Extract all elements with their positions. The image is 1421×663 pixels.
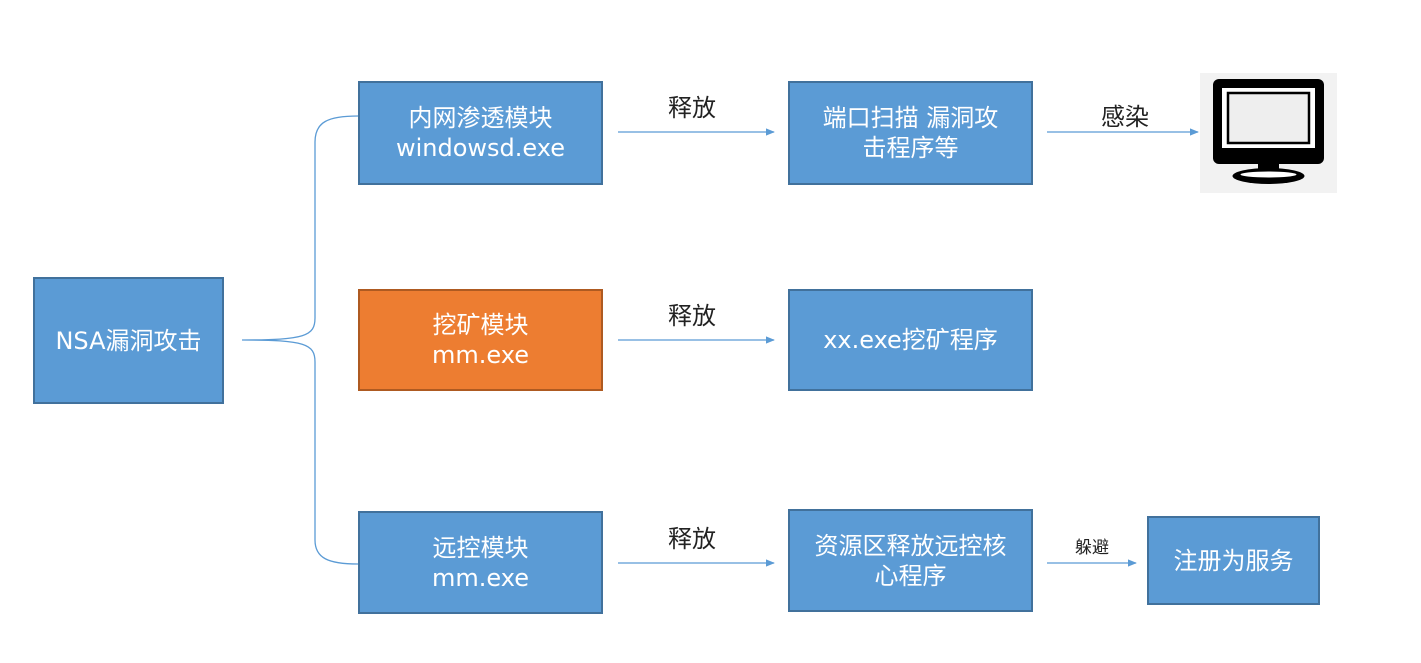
node-text-line: windowsd.exe (396, 134, 565, 162)
node-text-line: 心程序 (874, 561, 947, 590)
brace-connector (241, 115, 359, 565)
node-miner-program: xx.exe挖矿程序 (788, 289, 1033, 391)
node-text-line: 端口扫描 漏洞攻 (822, 104, 999, 132)
node-text-line: mm.exe (432, 341, 529, 369)
node-text-line: xx.exe挖矿程序 (823, 326, 998, 354)
node-text-line: 资源区释放远控核 (814, 531, 1007, 560)
node-text-line: 挖矿模块 (432, 311, 529, 339)
node-text-line: mm.exe (432, 563, 529, 592)
label-evade: 躲避 (1075, 538, 1109, 558)
node-text-line: 远控模块 (432, 533, 529, 562)
node-release-core: 资源区释放远控核心程序 (788, 509, 1033, 612)
node-text-line: 注册为服务 (1173, 546, 1294, 575)
label-release-1: 释放 (668, 94, 716, 122)
node-nsa-attack: NSA漏洞攻击 (33, 277, 224, 404)
node-register-service: 注册为服务 (1147, 516, 1320, 605)
node-text-line: NSA漏洞攻击 (55, 326, 202, 355)
label-release-3: 释放 (668, 525, 716, 553)
node-text-line: 内网渗透模块 (408, 104, 553, 132)
computer-monitor-icon (1200, 73, 1337, 193)
label-release-2: 释放 (668, 302, 716, 330)
label-infect: 感染 (1101, 103, 1149, 131)
node-scan-exploit: 端口扫描 漏洞攻击程序等 (788, 81, 1033, 185)
node-text-line: 击程序等 (862, 134, 959, 162)
